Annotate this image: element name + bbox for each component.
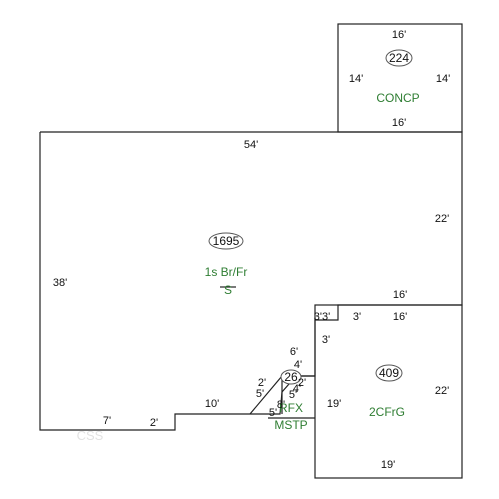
stoop-label-line2: MSTP xyxy=(274,418,307,432)
dim-stoop-5a: 5' xyxy=(256,388,264,400)
dim-concp-top: 16' xyxy=(392,29,406,41)
dim-stoop-2a: 2' xyxy=(258,377,266,389)
main-outline xyxy=(39,131,463,431)
dim-stoop-4b: 4' xyxy=(293,383,301,395)
garage-area: 409 xyxy=(379,366,399,380)
concp-label: CONCP xyxy=(376,91,419,105)
dim-concp-bottom: 16' xyxy=(392,117,406,129)
dim-stoop-8: 8' xyxy=(277,399,285,411)
dim-garage-right: 22' xyxy=(435,385,449,397)
dim-garage-top: 16' xyxy=(393,289,407,301)
dim-main-bottom-left: 7' xyxy=(103,415,111,427)
dim-main-top: 54' xyxy=(244,139,258,151)
dim-concp-left: 14' xyxy=(349,73,363,85)
main-label-line1: 1s Br/Fr xyxy=(205,265,248,279)
garage-outline xyxy=(314,304,463,479)
stoop-diagonal xyxy=(249,375,283,415)
dim-stoop-5c: 5' xyxy=(269,407,277,419)
dim-main-bottom-2: 2' xyxy=(150,417,158,429)
dim-main-left: 38' xyxy=(53,277,67,289)
watermark: CSS xyxy=(77,428,104,443)
stoop-area-oval xyxy=(280,369,302,385)
dim-main-right: 22' xyxy=(435,213,449,225)
dim-stoop-5b: 5' xyxy=(289,389,297,401)
dim-garage-33: 3'3' xyxy=(314,311,330,323)
dim-garage-left: 19' xyxy=(327,398,341,410)
garage-area-oval xyxy=(375,364,403,382)
dim-garage-top2: 16' xyxy=(393,311,407,323)
concp-area: 224 xyxy=(389,51,409,65)
main-label-line2: S xyxy=(224,283,232,297)
dim-main-bottom-10: 10' xyxy=(205,398,219,410)
dim-concp-right: 14' xyxy=(436,73,450,85)
main-area: 1695 xyxy=(213,234,240,248)
main-area-oval xyxy=(208,232,244,250)
dim-garage-3b: 3' xyxy=(322,334,330,346)
dim-stoop-2b: 2' xyxy=(298,377,306,389)
stoop-area: 26 xyxy=(284,370,298,384)
stoop-label-line1: RFX xyxy=(279,401,303,415)
garage-label: 2CFrG xyxy=(369,405,405,419)
dim-garage-bottom: 19' xyxy=(381,459,395,471)
dim-stoop-4a: 4' xyxy=(294,359,302,371)
dim-garage-3a: 3' xyxy=(353,311,361,323)
dim-stoop-6: 6' xyxy=(290,346,298,358)
concp-area-oval xyxy=(385,49,413,67)
